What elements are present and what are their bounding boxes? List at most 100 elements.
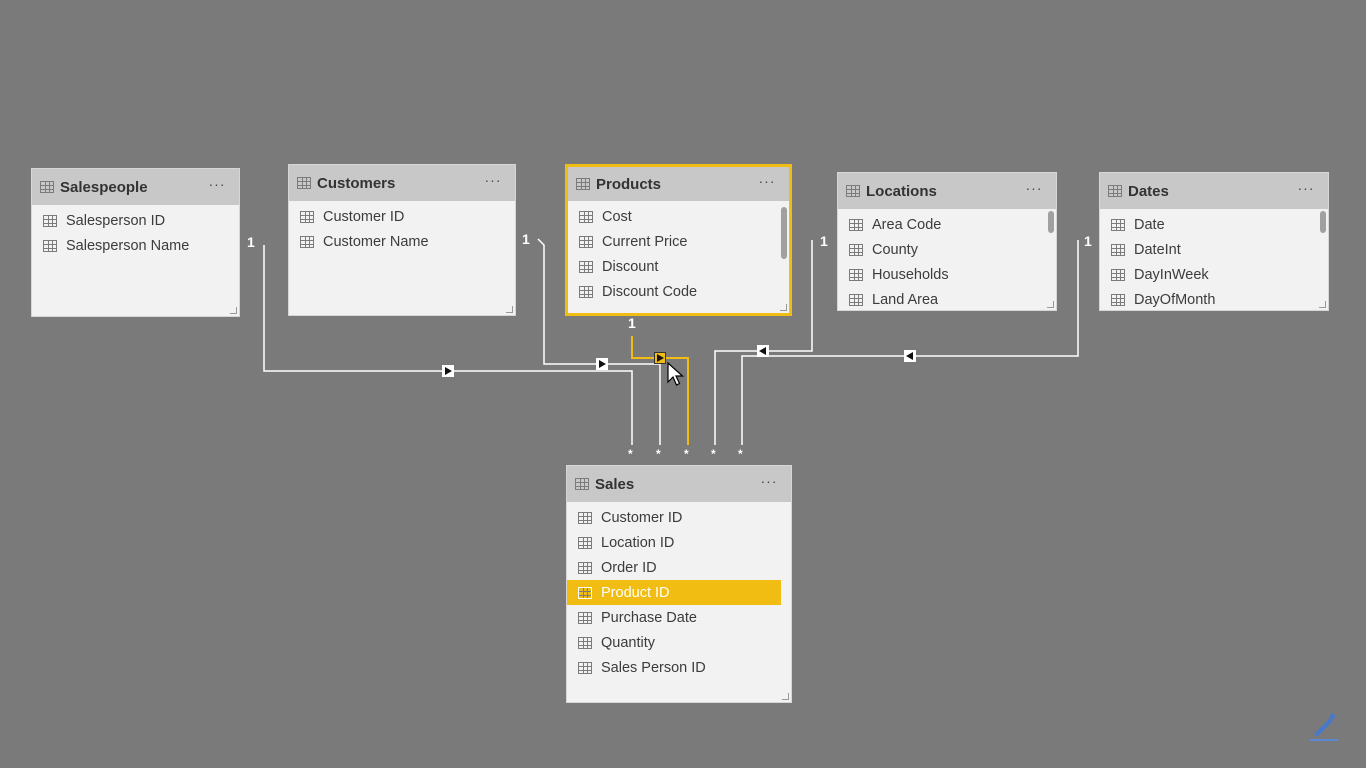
column-grid-icon [578, 511, 592, 524]
column-grid-icon [1111, 268, 1125, 281]
table-card-locations[interactable]: Locations ··· Area Code County Household… [837, 172, 1057, 311]
more-options-button[interactable]: ··· [1297, 180, 1315, 196]
field-list: Customer ID Customer Name [289, 201, 515, 254]
field-row[interactable]: Households [838, 262, 1046, 287]
field-row[interactable]: Quantity [567, 630, 781, 655]
field-row[interactable]: Current Price [568, 229, 779, 254]
field-row[interactable]: Customer ID [289, 204, 505, 229]
column-grid-icon [1111, 243, 1125, 256]
field-row[interactable]: Land Area [838, 287, 1046, 310]
field-label: Area Code [872, 216, 942, 233]
vertical-scrollbar[interactable] [781, 207, 787, 259]
resize-handle[interactable] [1047, 301, 1054, 308]
cardinality-many-label: * [684, 447, 689, 461]
card-header[interactable]: Customers ··· [289, 165, 515, 201]
more-options-button[interactable]: ··· [484, 172, 502, 188]
table-grid-icon [575, 478, 589, 490]
table-title: Products [596, 175, 662, 193]
cardinality-one-label: 1 [820, 233, 828, 249]
field-row-highlighted[interactable]: Product ID [567, 580, 781, 605]
arrow-right-icon[interactable] [654, 352, 666, 364]
mouse-pointer-icon [667, 362, 685, 386]
table-card-sales[interactable]: Sales ··· Customer ID Location ID Order … [566, 465, 792, 703]
arrow-right-icon[interactable] [442, 365, 454, 377]
table-title: Sales [595, 475, 635, 493]
table-card-dates[interactable]: Dates ··· Date DateInt DayInWeek DayOfMo… [1099, 172, 1329, 311]
field-label: Cost [602, 208, 632, 225]
table-grid-icon [1108, 185, 1122, 197]
card-header[interactable]: Products ··· [568, 167, 789, 201]
field-row[interactable]: DayOfMonth [1100, 287, 1318, 310]
field-row[interactable]: Order ID [567, 555, 781, 580]
more-options-button[interactable]: ··· [208, 176, 226, 192]
resize-handle[interactable] [782, 693, 789, 700]
column-grid-icon [1111, 293, 1125, 306]
cardinality-one-label: 1 [1084, 233, 1092, 249]
field-row[interactable]: County [838, 237, 1046, 262]
column-grid-icon [849, 218, 863, 231]
field-label: DayOfMonth [1134, 291, 1216, 308]
field-row[interactable]: Salesperson ID [32, 208, 229, 233]
field-label: Purchase Date [601, 609, 697, 626]
field-row[interactable]: Discount [568, 254, 779, 279]
cardinality-many-label: * [711, 447, 716, 461]
column-grid-icon [579, 235, 593, 248]
card-header[interactable]: Dates ··· [1100, 173, 1328, 209]
column-grid-icon [849, 243, 863, 256]
table-card-customers[interactable]: Customers ··· Customer ID Customer Name [288, 164, 516, 316]
table-grid-icon [846, 185, 860, 197]
field-row[interactable]: DateInt [1100, 237, 1318, 262]
resize-handle[interactable] [230, 307, 237, 314]
field-label: DayInWeek [1134, 266, 1209, 283]
field-label: Current Price [602, 233, 688, 250]
field-row[interactable]: Date [1100, 212, 1318, 237]
field-row[interactable]: Discount Code [568, 279, 779, 304]
table-card-salespeople[interactable]: Salespeople ··· Salesperson ID Salespers… [31, 168, 240, 317]
column-grid-icon [578, 586, 592, 599]
column-grid-icon [579, 260, 593, 273]
arrow-right-icon[interactable] [596, 358, 608, 370]
field-label: Discount Code [602, 283, 698, 300]
column-grid-icon [579, 210, 593, 223]
field-row[interactable]: Area Code [838, 212, 1046, 237]
resize-handle[interactable] [506, 306, 513, 313]
field-row[interactable]: Location ID [567, 530, 781, 555]
card-header[interactable]: Salespeople ··· [32, 169, 239, 205]
field-row[interactable]: Purchase Date [567, 605, 781, 630]
resize-handle[interactable] [780, 304, 787, 311]
vertical-scrollbar[interactable] [1320, 211, 1326, 233]
resize-handle[interactable] [1319, 301, 1326, 308]
more-options-button[interactable]: ··· [1025, 180, 1043, 196]
field-row[interactable]: DayInWeek [1100, 262, 1318, 287]
table-grid-icon [40, 181, 54, 193]
field-label: DateInt [1134, 241, 1181, 258]
field-row[interactable]: Salesperson Name [32, 233, 229, 258]
field-row[interactable]: Customer Name [289, 229, 505, 254]
cardinality-one-label: 1 [628, 315, 636, 331]
cardinality-one-label: 1 [247, 234, 255, 250]
column-grid-icon [849, 293, 863, 306]
more-options-button[interactable]: ··· [760, 473, 778, 489]
column-grid-icon [849, 268, 863, 281]
field-label: Customer Name [323, 233, 429, 250]
cardinality-many-label: * [656, 447, 661, 461]
card-header[interactable]: Sales ··· [567, 466, 791, 502]
field-label: Location ID [601, 534, 675, 551]
column-grid-icon [300, 210, 314, 223]
vertical-scrollbar[interactable] [1048, 211, 1054, 233]
column-grid-icon [578, 536, 592, 549]
table-title: Locations [866, 182, 937, 200]
field-row[interactable]: Sales Person ID [567, 655, 781, 680]
table-card-products[interactable]: Products ··· Cost Current Price Discount… [565, 164, 792, 316]
arrow-left-icon[interactable] [757, 345, 769, 357]
field-row[interactable]: Cost [568, 204, 779, 229]
field-label: Customer ID [323, 208, 405, 225]
more-options-button[interactable]: ··· [758, 173, 776, 189]
cardinality-many-label: * [738, 447, 743, 461]
field-label: Product ID [601, 584, 670, 601]
field-list: Customer ID Location ID Order ID Product… [567, 502, 791, 680]
field-row[interactable]: Customer ID [567, 505, 781, 530]
arrow-left-icon[interactable] [904, 350, 916, 362]
card-header[interactable]: Locations ··· [838, 173, 1056, 209]
